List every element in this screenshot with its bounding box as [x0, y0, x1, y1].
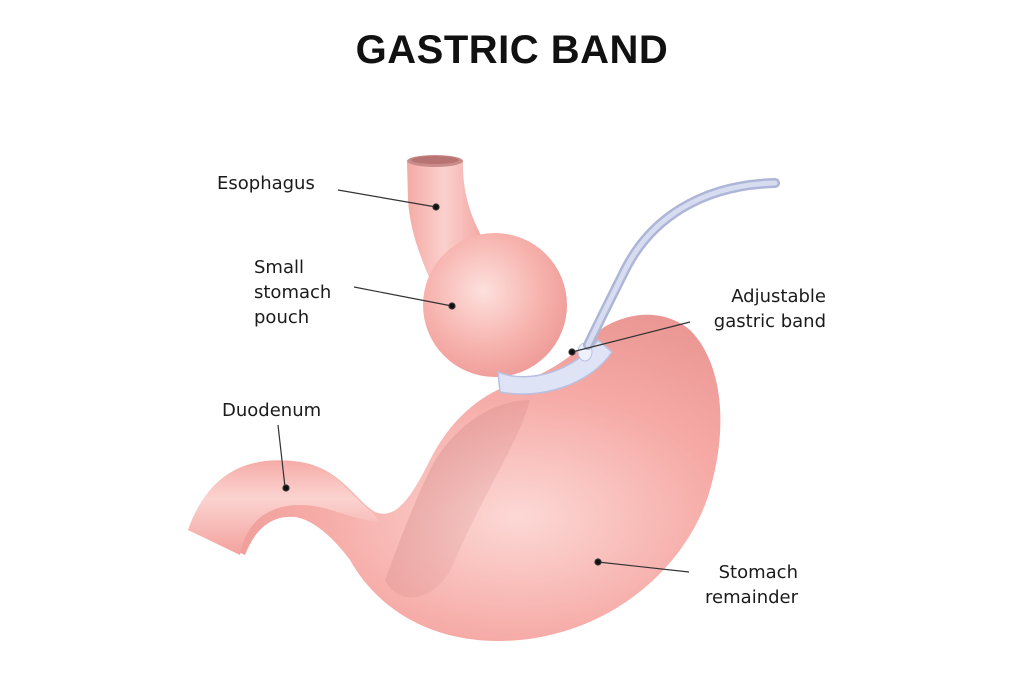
- leader-lines: [277, 189, 691, 573]
- label-esophagus: Esophagus: [217, 173, 315, 194]
- label-duodenum: Duodenum: [222, 400, 322, 421]
- label-small-stomach-pouch: Small stomach pouch: [254, 257, 332, 328]
- duodenum-shape: [188, 460, 380, 555]
- diagram-title: GASTRIC BAND: [355, 28, 669, 72]
- label-stomach-remainder: Stomach remainder: [705, 562, 798, 608]
- stomach-remainder-shape: [188, 314, 721, 641]
- label-adjustable-gastric-band: Adjustable gastric band: [713, 286, 826, 332]
- stomach-pouch-shape: [423, 233, 567, 377]
